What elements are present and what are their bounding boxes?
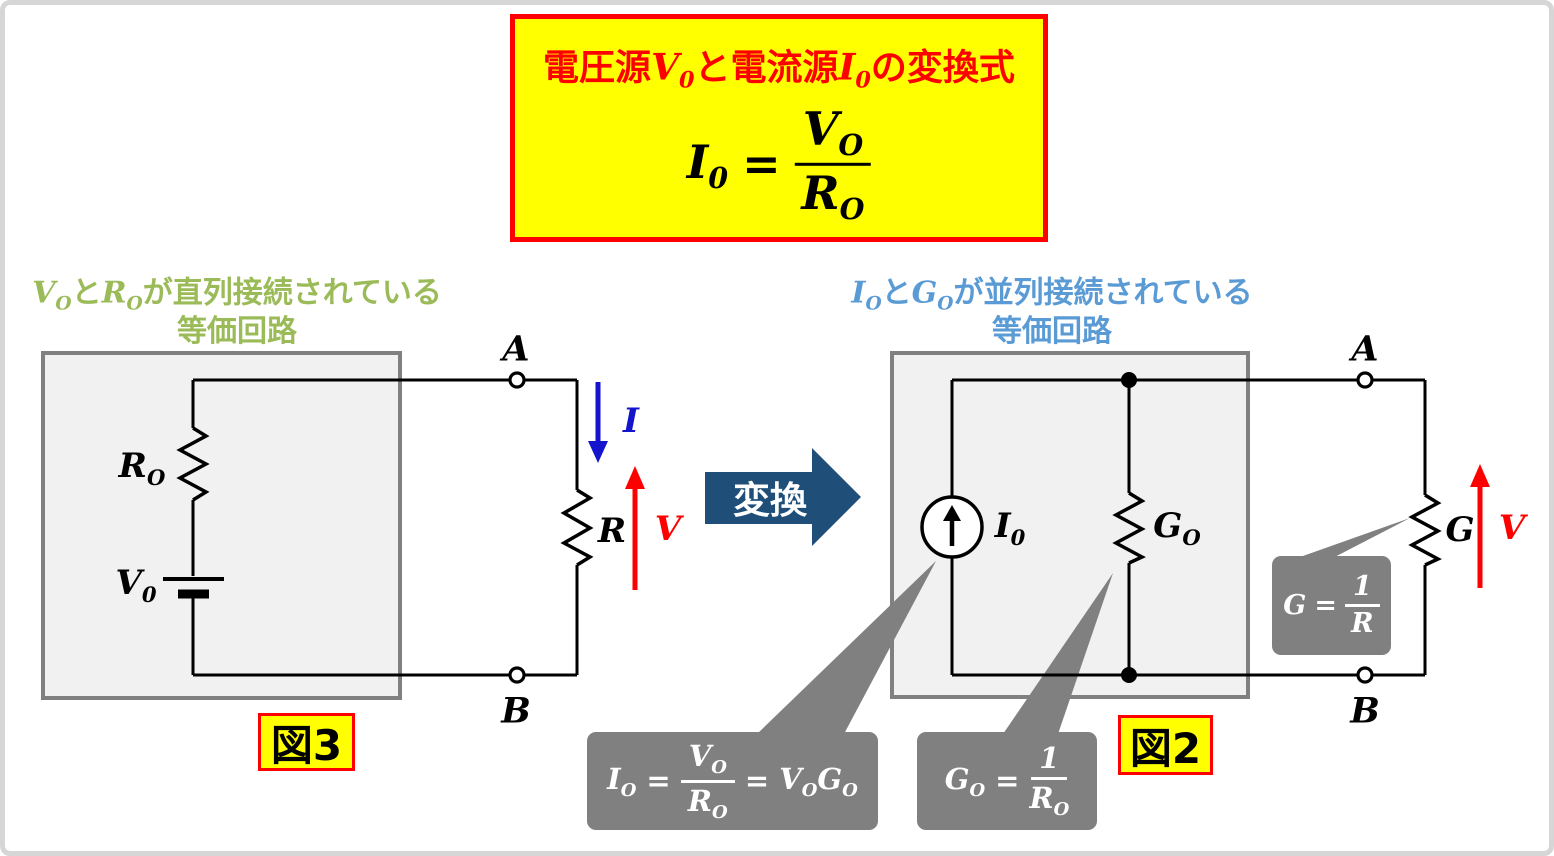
co-g0-eq: =	[995, 764, 1020, 798]
callout-i0-formula: IO = VO RO = VOGO	[587, 732, 878, 830]
co-i0-den: RO	[687, 783, 728, 823]
left-equivalent-box	[41, 351, 402, 700]
co-i0-eq2: =	[744, 764, 770, 798]
co-i0-fraction: VO RO	[680, 740, 735, 823]
title-heading-mid: と電流源	[694, 47, 839, 89]
co-g-den: R	[1351, 608, 1374, 639]
current-source-arrow-head	[943, 505, 961, 521]
title-v: V	[651, 46, 680, 89]
callout-i0-row: IO = VO RO = VOGO	[607, 740, 858, 823]
junction-dot-top	[1121, 372, 1137, 388]
label-R0: RO	[118, 446, 166, 490]
co-g0-num: 1	[1031, 743, 1068, 780]
co-i0-lhs: IO	[607, 762, 637, 801]
callout-g0-formula: GO = 1 RO	[917, 732, 1097, 830]
label-I0: I0	[994, 506, 1026, 550]
co-g-fraction: 1 R	[1344, 572, 1380, 639]
title-heading: 電圧源V0と電流源I0の変換式	[543, 38, 1015, 92]
co-g0-fraction: 1 RO	[1029, 743, 1069, 818]
co-i0-product: VOGO	[779, 762, 858, 801]
left-caption-line1: VOとROが直列接続されている	[32, 275, 442, 315]
co-i0-eq1: =	[646, 764, 671, 798]
label-load-G: G	[1445, 510, 1475, 550]
label-terminal-A-left: A	[502, 328, 530, 370]
voltage-arrow-right-head	[1470, 464, 1490, 487]
co-g0-den: RO	[1029, 780, 1070, 820]
title-i: I	[838, 46, 856, 89]
callout-g-formula: G = 1 R	[1272, 556, 1391, 655]
resistor-R-load	[560, 488, 594, 567]
voltage-arrow-left-head	[625, 466, 645, 489]
label-terminal-B-left: B	[501, 690, 531, 732]
terminal-A-right	[1356, 371, 1374, 389]
transform-arrow-label: 変換	[733, 479, 807, 522]
formula-lhs: I0	[686, 135, 729, 196]
left-caption-line2: 等価回路	[177, 314, 297, 349]
junction-dot-bottom	[1121, 667, 1137, 683]
terminal-B-left	[508, 666, 526, 684]
title-i-sub: 0	[855, 67, 871, 94]
title-formula: I0 = VO RO	[686, 105, 872, 226]
resistor-R0	[176, 426, 210, 502]
left-circuit-wires	[191, 378, 579, 677]
terminal-B-right	[1356, 666, 1374, 684]
resistor-G0	[1112, 491, 1146, 565]
label-voltage-V-left: V	[654, 509, 682, 549]
label-terminal-B-right: B	[1350, 690, 1380, 732]
label-load-R: R	[597, 511, 627, 551]
formula-denominator: RO	[801, 165, 865, 226]
callout-g-row: G = 1 R	[1283, 572, 1380, 639]
right-caption-line2: 等価回路	[992, 314, 1112, 349]
figure-badge-3: 図3	[258, 713, 355, 771]
title-box: 電圧源V0と電流源I0の変換式 I0 = VO RO	[510, 14, 1048, 242]
callout-pointer-i0	[757, 561, 936, 734]
right-caption-line1: IOとGOが並列接続されている	[851, 275, 1253, 315]
callout-pointer-g	[1286, 518, 1410, 562]
resistor-G-load	[1408, 493, 1442, 567]
co-g-eq: =	[1314, 590, 1337, 621]
label-terminal-A-right: A	[1351, 328, 1379, 370]
formula-numerator: VO	[794, 105, 872, 166]
formula-fraction: VO RO	[794, 105, 872, 226]
label-voltage-V-right: V	[1498, 508, 1526, 548]
callout-pointer-g0	[1003, 573, 1113, 734]
label-current-I: I	[623, 401, 639, 441]
transform-arrow-shape	[705, 448, 861, 546]
formula-equals: =	[742, 137, 781, 191]
co-g-lhs: G	[1283, 590, 1307, 621]
title-heading-pre: 電圧源	[543, 47, 652, 89]
title-heading-post: の変換式	[870, 47, 1015, 89]
figure-badge-2: 図2	[1118, 715, 1213, 775]
co-g0-lhs: GO	[944, 762, 986, 801]
current-arrow-head	[588, 441, 608, 463]
right-circuit-wires	[950, 378, 1427, 677]
terminal-A-left	[508, 371, 526, 389]
title-v-sub: 0	[679, 67, 695, 94]
label-V0: V0	[115, 563, 157, 607]
co-i0-num: VO	[680, 740, 735, 783]
label-G0: GO	[1153, 506, 1201, 550]
co-g-num: 1	[1344, 572, 1380, 607]
callout-g0-row: GO = 1 RO	[945, 743, 1070, 818]
